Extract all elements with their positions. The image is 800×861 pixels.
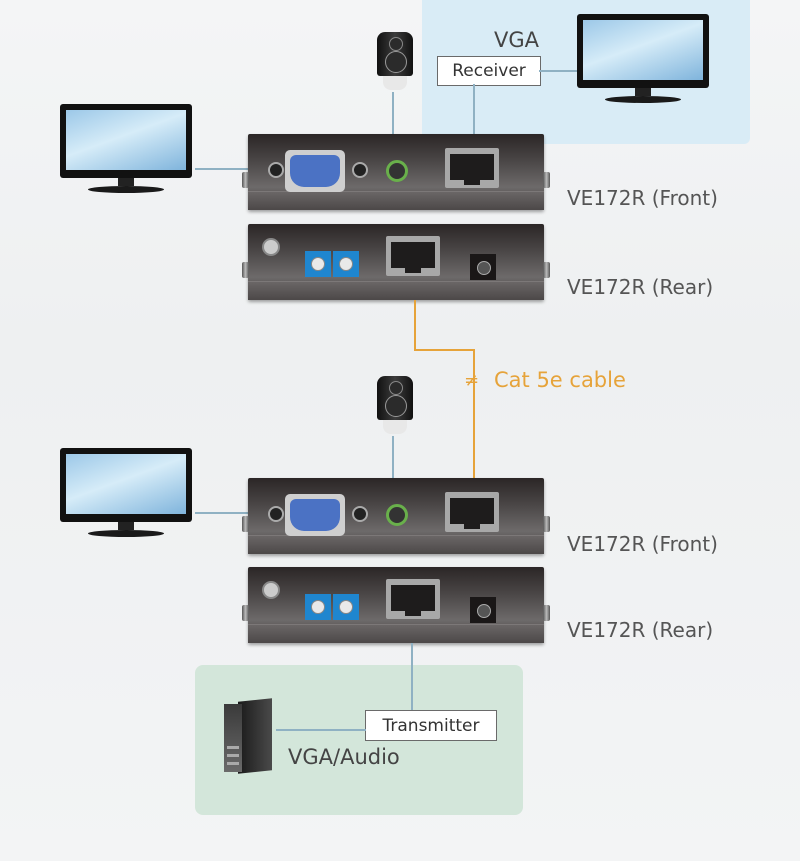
receiver-role-label: Receiver: [437, 56, 541, 86]
rj45-port-icon: [445, 492, 499, 532]
cable-break-icon: ≠: [464, 370, 480, 391]
transmitter-unit-front: [242, 478, 550, 554]
dc-jack-icon: [470, 597, 496, 623]
transmitter-front-label: VE172R (Front): [567, 532, 718, 556]
terminal-block-icon: [333, 594, 359, 620]
receiver-to-monitor-wire: [539, 70, 577, 72]
transmitter-role-label: Transmitter: [365, 710, 497, 741]
rj45-port-icon: [386, 236, 440, 276]
speaker-icon: [377, 376, 413, 436]
monitor-vga-wire: [195, 168, 249, 170]
cat5e-cable-segment: [414, 300, 416, 350]
monitor-icon: [577, 14, 709, 104]
speaker-audio-wire: [392, 92, 394, 144]
terminal-block-icon: [305, 251, 331, 277]
vga-port-icon: [285, 494, 345, 536]
cat5e-cable-segment: [414, 349, 474, 351]
cat5e-cable-segment: [473, 349, 475, 485]
computer-tower-icon: [224, 696, 272, 774]
ground-screw-icon: [262, 581, 280, 599]
speaker-icon: [377, 32, 413, 92]
vga-port-icon: [285, 150, 345, 192]
transmitter-rear-label: VE172R (Rear): [567, 618, 714, 642]
receiver-unit-front: [242, 134, 550, 210]
monitor-icon: [60, 448, 192, 538]
terminal-block-icon: [333, 251, 359, 277]
receiver-front-label: VE172R (Front): [567, 186, 718, 210]
dc-jack-icon: [470, 254, 496, 280]
ground-screw-icon: [262, 238, 280, 256]
cable-label: Cat 5e cable: [494, 368, 626, 392]
rj45-port-icon: [445, 148, 499, 188]
monitor-icon: [60, 104, 192, 194]
audio-jack-icon: [386, 160, 408, 182]
monitor-vga-wire: [195, 512, 249, 514]
transmitter-label-wire: [411, 643, 413, 711]
transmitter-unit-rear: [242, 567, 550, 643]
rj45-port-icon: [386, 579, 440, 619]
receiver-label-wire: [473, 84, 475, 136]
transmitter-signal-label: VGA/Audio: [288, 745, 400, 769]
receiver-unit-rear: [242, 224, 550, 300]
receiver-rear-label: VE172R (Rear): [567, 275, 714, 299]
computer-wire: [276, 729, 366, 731]
speaker-audio-wire: [392, 436, 394, 480]
audio-jack-icon: [386, 504, 408, 526]
terminal-block-icon: [305, 594, 331, 620]
receiver-signal-label: VGA: [494, 28, 540, 52]
